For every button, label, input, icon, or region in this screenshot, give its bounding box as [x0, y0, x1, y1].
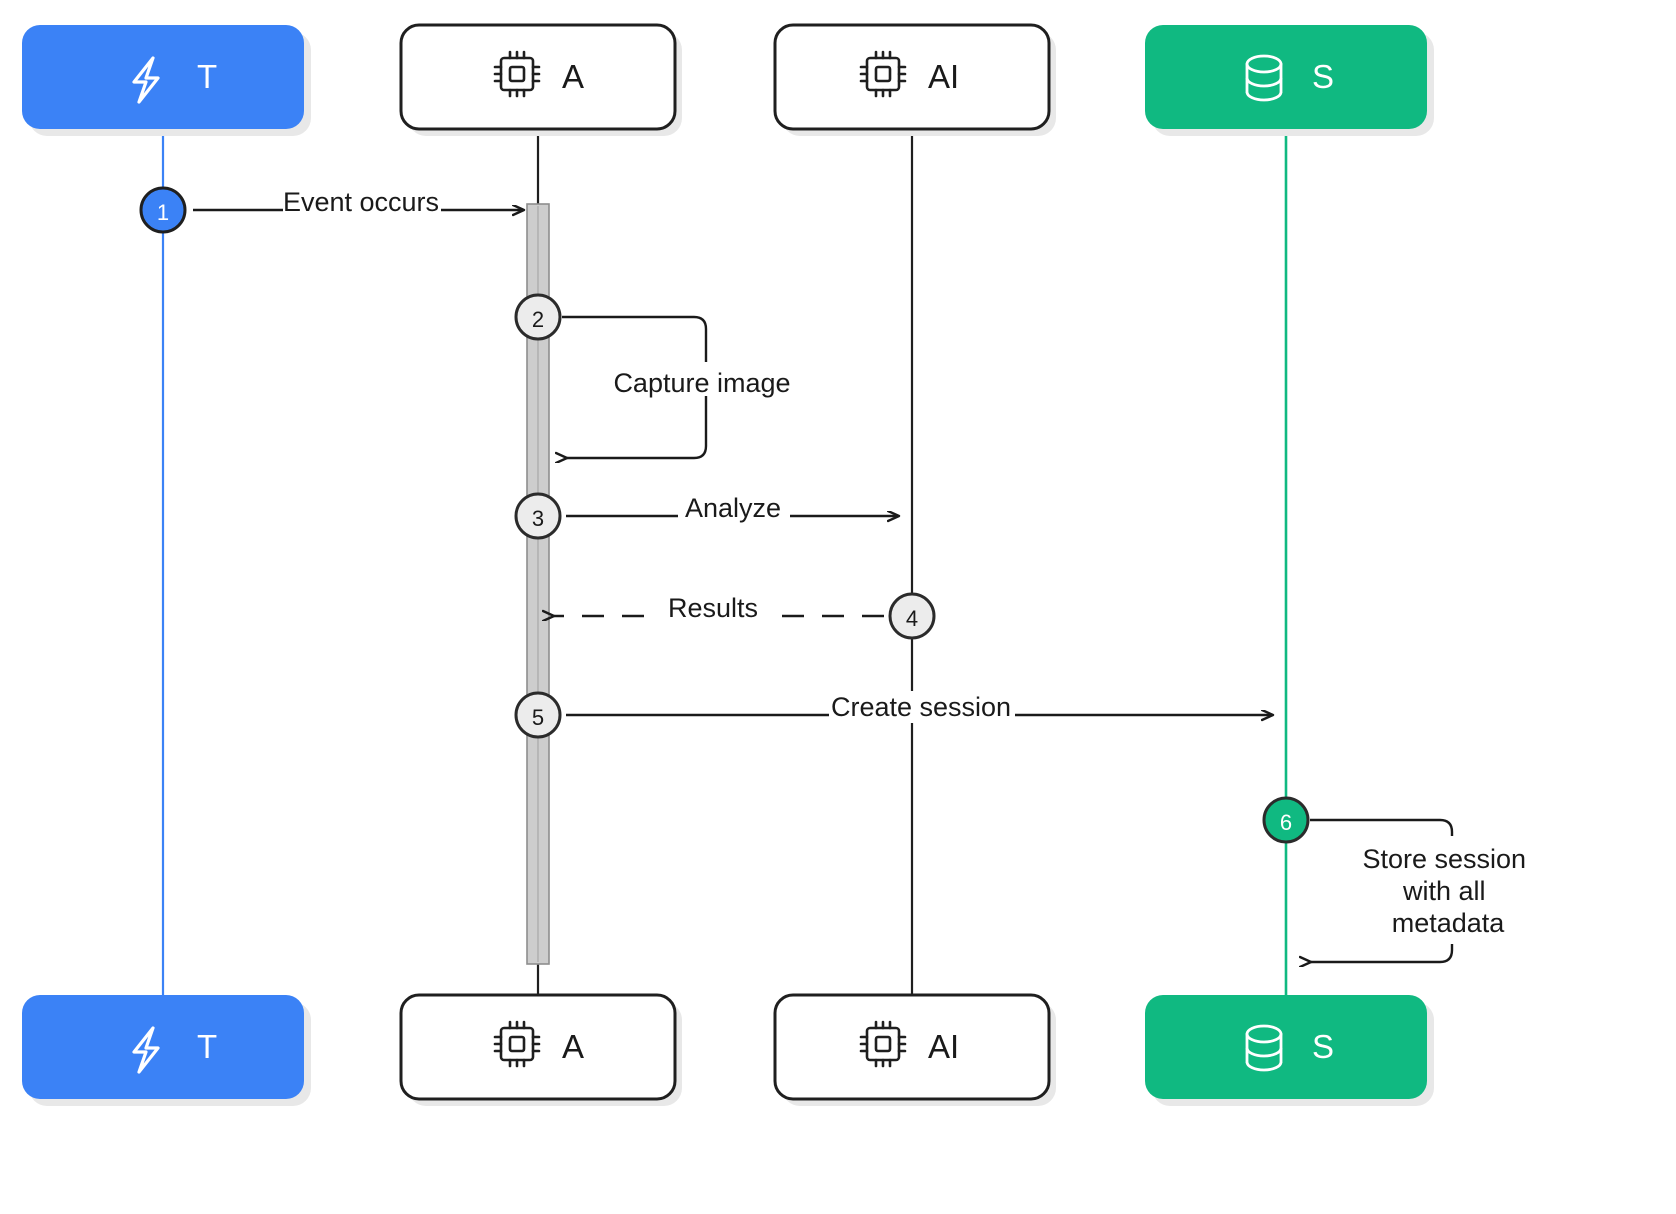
- participant-label-trigger-bottom: T: [197, 1028, 217, 1065]
- sequence-marker-3: [514, 492, 562, 540]
- participant-header-trigger[interactable]: T: [22, 25, 311, 136]
- participant-header-storage[interactable]: S: [1145, 25, 1434, 136]
- database-cylinder-icon: [1245, 1024, 1283, 1072]
- database-cylinder-icon: [1245, 54, 1283, 102]
- participant-label-storage: S: [1312, 58, 1334, 95]
- participant-footer-storage[interactable]: S: [1145, 995, 1434, 1106]
- participant-header-ai[interactable]: AI: [773, 23, 1056, 136]
- participant-label-ai-bottom: AI: [928, 1028, 959, 1065]
- message-4-results[interactable]: Results 4: [553, 592, 936, 640]
- message-label-3: Analyze: [685, 493, 781, 523]
- cpu-chip-icon: [493, 50, 541, 98]
- cpu-chip-icon: [859, 1020, 907, 1068]
- sequence-marker-2: [514, 293, 562, 341]
- activation-bar-agent: [526, 203, 550, 965]
- participant-footer-agent[interactable]: A: [399, 993, 682, 1106]
- cpu-chip-icon: [859, 50, 907, 98]
- participant-footer-ai[interactable]: AI: [773, 993, 1056, 1106]
- lightning-bolt-icon: [132, 1026, 160, 1074]
- participant-label-agent-bottom: A: [562, 1028, 584, 1065]
- participant-label-agent: A: [562, 58, 584, 95]
- sequence-marker-1: [139, 186, 187, 234]
- message-label-6: Store session with all metadata: [1362, 844, 1533, 938]
- message-label-6-line-3: metadata: [1392, 908, 1506, 938]
- sequence-number-2: 2: [532, 307, 544, 332]
- sequence-number-3: 3: [532, 506, 544, 531]
- participant-label-trigger: T: [197, 58, 217, 95]
- sequence-number-5: 5: [532, 705, 544, 730]
- sequence-number-4: 4: [906, 606, 918, 631]
- participant-label-ai: AI: [928, 58, 959, 95]
- sequence-number-1: 1: [157, 200, 169, 225]
- message-6-store-session[interactable]: Store session with all metadata 6: [1262, 796, 1552, 962]
- message-2-capture-image[interactable]: Capture image 2: [514, 293, 802, 458]
- sequence-marker-6: [1262, 796, 1310, 844]
- sequence-marker-5: [514, 691, 562, 739]
- message-label-2: Capture image: [613, 368, 790, 398]
- lifelines: [161, 129, 1288, 995]
- participant-header-agent[interactable]: A: [399, 23, 682, 136]
- lightning-bolt-icon: [132, 56, 160, 104]
- message-label-4: Results: [668, 593, 758, 623]
- message-3-analyze[interactable]: Analyze 3: [514, 492, 898, 540]
- message-label-6-line-2: with all: [1402, 876, 1486, 906]
- message-1-event-occurs[interactable]: Event occurs 1: [139, 186, 523, 234]
- participant-footer-trigger[interactable]: T: [22, 995, 311, 1106]
- message-label-1: Event occurs: [283, 187, 439, 217]
- message-5-create-session[interactable]: Create session 5: [514, 691, 1272, 739]
- sequence-marker-4: [888, 592, 936, 640]
- cpu-chip-icon: [493, 1020, 541, 1068]
- message-label-6-line-1: Store session: [1362, 844, 1526, 874]
- participant-label-storage-bottom: S: [1312, 1028, 1334, 1065]
- message-label-5: Create session: [831, 692, 1011, 722]
- sequence-number-6: 6: [1280, 810, 1292, 835]
